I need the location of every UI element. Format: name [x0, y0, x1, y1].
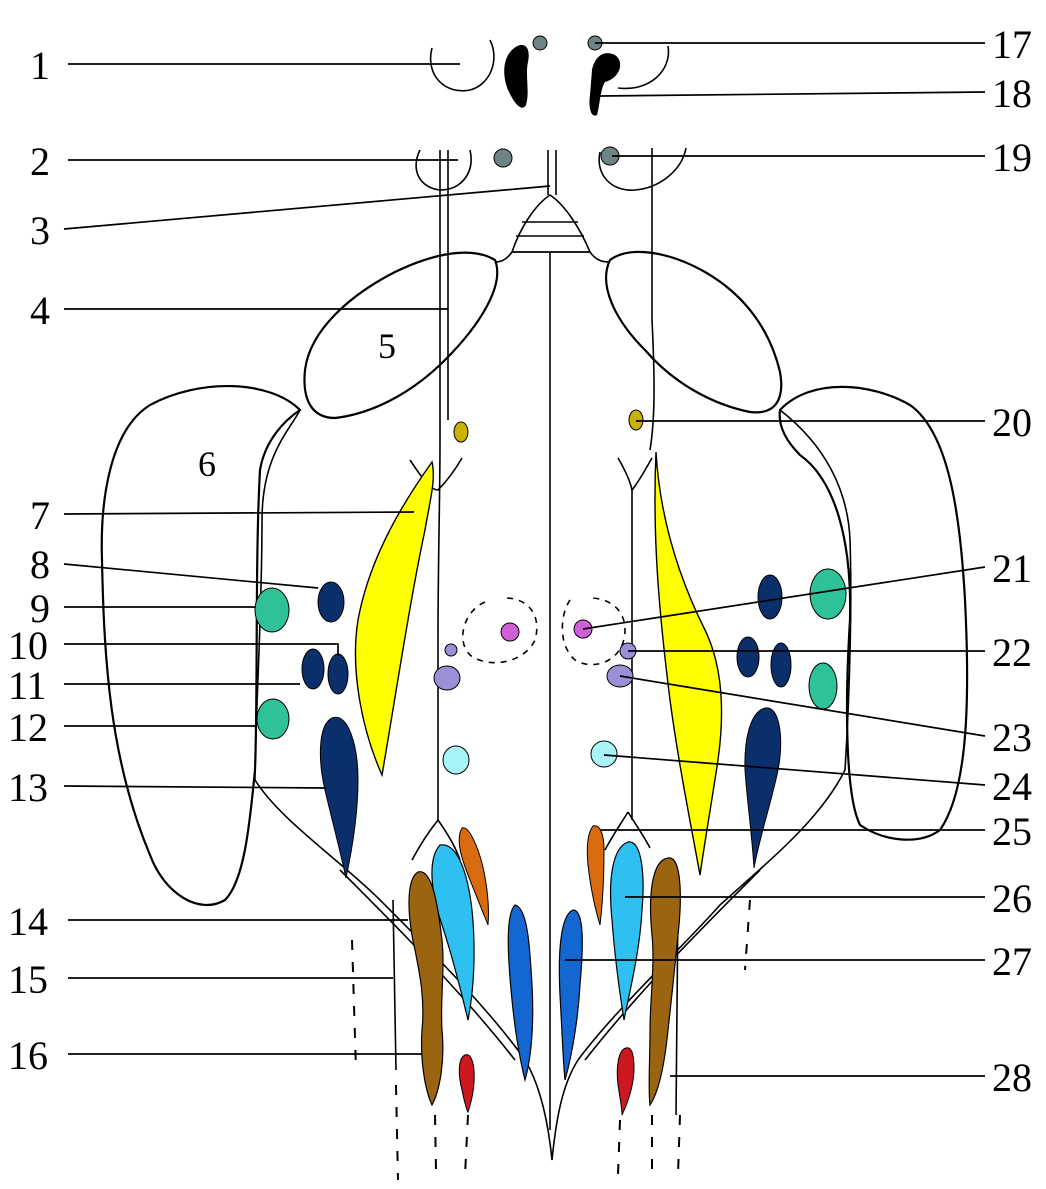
- label-21: 21: [992, 546, 1032, 591]
- structure-28-right: [617, 1048, 634, 1115]
- label-1: 1: [30, 43, 50, 88]
- structure-12-right: [809, 663, 837, 709]
- label-22: 22: [992, 630, 1032, 675]
- label-8: 8: [30, 542, 50, 587]
- label-13: 13: [8, 765, 48, 810]
- structure-18-left: [504, 45, 529, 108]
- cord-left: [438, 150, 440, 820]
- structure-9-left: [255, 588, 289, 632]
- structure-18-right: [589, 53, 620, 115]
- arc-1-left: [431, 40, 494, 91]
- structure-28-left: [459, 1055, 474, 1112]
- structure-7-left: [355, 462, 433, 775]
- label-4: 4: [30, 288, 50, 333]
- structure-26-right: [611, 842, 643, 1020]
- structure-27-left: [508, 905, 532, 1080]
- lobe-5-right: [606, 252, 781, 412]
- structure-7-right: [655, 452, 722, 875]
- structure-11-left: [328, 654, 348, 694]
- structure-12-left: [257, 699, 289, 739]
- structure-27-right: [559, 910, 582, 1080]
- structure-10-left: [302, 649, 324, 689]
- label-14: 14: [8, 899, 48, 944]
- label-25: 25: [992, 809, 1032, 854]
- label-12: 12: [8, 705, 48, 750]
- structure-17-left: [533, 36, 547, 50]
- structure-10-right: [737, 637, 759, 677]
- structure-22-left: [445, 644, 457, 656]
- label-28: 28: [992, 1055, 1032, 1100]
- label-19: 19: [992, 135, 1032, 180]
- label-18: 18: [992, 71, 1032, 116]
- structure-24-right: [591, 741, 617, 767]
- label-11: 11: [8, 663, 47, 708]
- central-dome: [512, 195, 590, 252]
- structure-13-left: [320, 717, 358, 878]
- structure-8-left: [318, 582, 344, 622]
- structure-13-right: [745, 708, 781, 868]
- label-17: 17: [992, 22, 1032, 67]
- label-16: 16: [8, 1033, 48, 1078]
- label-27: 27: [992, 939, 1032, 984]
- structure-19-left: [494, 149, 512, 167]
- structure-11-right: [771, 643, 791, 687]
- label-15: 15: [8, 957, 48, 1002]
- label-6: 6: [198, 444, 216, 484]
- arc-2-left: [416, 150, 471, 190]
- lobe-5-left: [304, 253, 497, 418]
- label-10: 10: [8, 623, 48, 668]
- structure-25-right: [587, 826, 604, 925]
- label-2: 2: [30, 139, 50, 184]
- structure-14-right: [649, 858, 680, 1105]
- ring-left: [463, 598, 537, 663]
- label-5: 5: [378, 326, 396, 366]
- structure-20-left: [454, 422, 468, 442]
- label-7: 7: [30, 493, 50, 538]
- structure-21-left: [501, 623, 519, 641]
- label-26: 26: [992, 876, 1032, 921]
- structure-24-left: [443, 746, 469, 774]
- label-23: 23: [992, 715, 1032, 760]
- label-24: 24: [992, 764, 1032, 809]
- ring-right: [562, 598, 625, 665]
- label-20: 20: [992, 400, 1032, 445]
- label-3: 3: [30, 208, 50, 253]
- structure-20-right: [629, 410, 643, 430]
- arc-1-right: [618, 46, 668, 88]
- structure-23-left: [434, 666, 460, 690]
- structure-8-right: [758, 575, 782, 619]
